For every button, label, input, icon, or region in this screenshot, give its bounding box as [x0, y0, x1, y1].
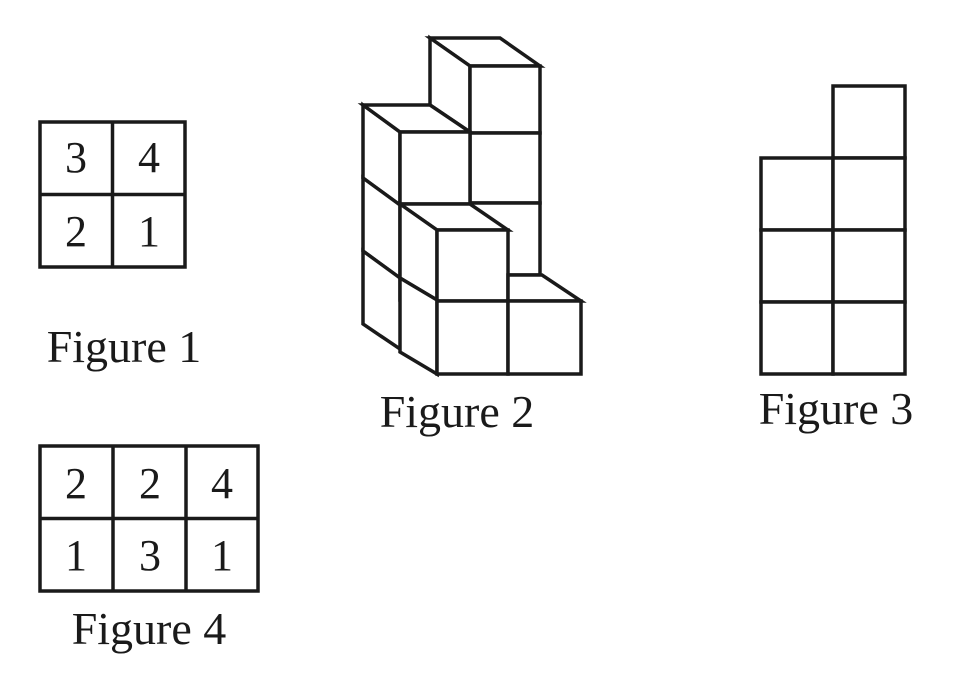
figure-2-cube-stack: [357, 34, 587, 378]
figure-3-grid: [759, 84, 907, 376]
figure-1-caption: Figure 1: [47, 321, 202, 372]
figure-2-caption: Figure 2: [380, 386, 535, 437]
figure-4-cell-r1c3: 4: [211, 459, 233, 508]
figure-1-cell-r2c1: 2: [65, 207, 87, 256]
figure-4-caption: Figure 4: [72, 603, 227, 654]
figure-1-cell-r2c2: 1: [138, 207, 160, 256]
figure-1-cell-r1c1: 3: [65, 133, 87, 182]
figure-4-grid: [38, 444, 260, 593]
figure-3-caption: Figure 3: [759, 383, 914, 434]
figure-3: Figure 3: [759, 84, 914, 434]
figure-1-grid: [38, 120, 187, 269]
figure-2: Figure 2: [357, 34, 587, 437]
figure-4: 2 2 4 1 3 1 Figure 4: [38, 444, 260, 654]
figure-1: 3 4 2 1 Figure 1: [38, 120, 202, 372]
figure-4-cell-r2c2: 3: [139, 531, 161, 580]
figure-1-cell-r1c2: 4: [138, 133, 160, 182]
figure-4-cell-r2c1: 1: [65, 531, 87, 580]
figure-4-cell-r1c1: 2: [65, 459, 87, 508]
figure-4-cell-r2c3: 1: [211, 531, 233, 580]
figure-4-cell-r1c2: 2: [139, 459, 161, 508]
